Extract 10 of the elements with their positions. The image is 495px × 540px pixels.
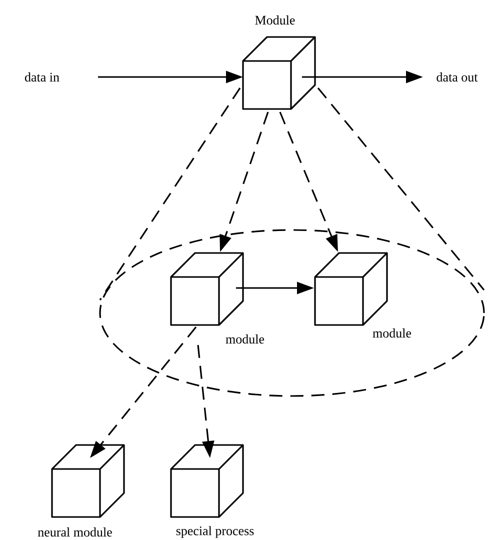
dashed-ellipse (99, 229, 485, 397)
connector-line (317, 88, 485, 291)
node-label: module (372, 328, 412, 338)
text-label: data in (24, 72, 60, 82)
node-label: Module (255, 15, 295, 25)
connector-line (99, 88, 241, 300)
text-label: data out (436, 72, 478, 82)
node-label: neural module (38, 527, 112, 537)
node-label: module (226, 334, 264, 344)
node-label: special process (176, 526, 254, 538)
